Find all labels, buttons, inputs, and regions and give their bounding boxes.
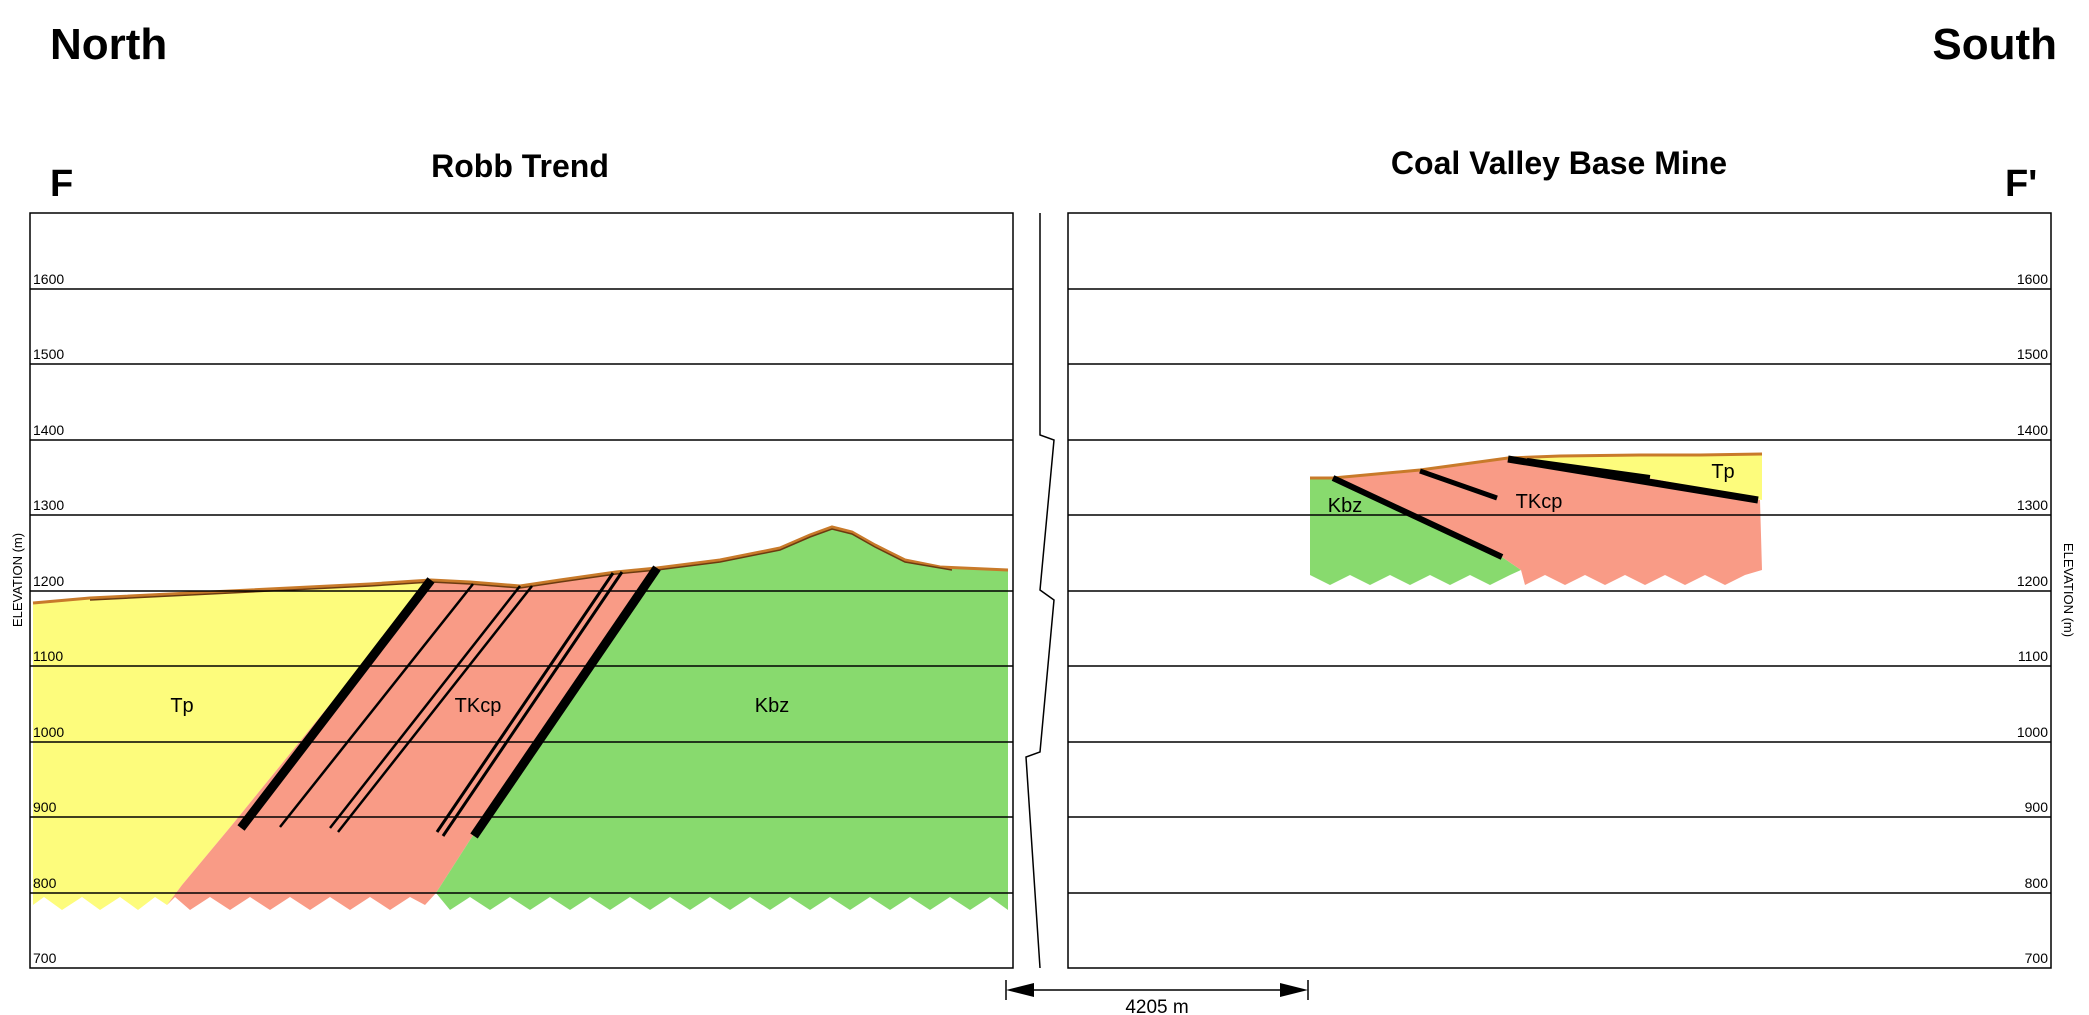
- tick-label: 1500: [2017, 346, 2048, 362]
- unit-label-tkcp-left: TKcp: [455, 695, 502, 717]
- coal-seams-right: [1331, 455, 1759, 560]
- tick-label: 1400: [33, 422, 64, 438]
- right-frame: [1067, 212, 2052, 969]
- tick-label: 1100: [2018, 648, 2048, 664]
- tick-label: 1400: [2017, 422, 2048, 438]
- tick-label: 1000: [2017, 724, 2048, 740]
- tkcp-unit-right: [1333, 458, 1762, 585]
- tick-label: 700: [2025, 950, 2049, 966]
- coal-valley-title: Coal Valley Base Mine: [1390, 145, 1728, 181]
- unit-label-kbz-right: Kbz: [1328, 495, 1362, 517]
- tick-label: 1300: [33, 497, 64, 513]
- left-tick-labels: 1600 1500 1400 1300 1200 1100 1000 900 8…: [33, 271, 64, 966]
- tick-label: 1300: [2017, 497, 2048, 513]
- tick-label: 1600: [33, 271, 64, 287]
- tick-label: 1200: [2017, 573, 2048, 589]
- tick-label: 900: [33, 799, 57, 815]
- scale-bar: [1005, 980, 1309, 1000]
- tick-label: 1000: [33, 724, 64, 740]
- tick-label: 1500: [33, 346, 64, 362]
- kbz-unit-right: [1310, 478, 1521, 585]
- section-break-line: [1025, 213, 1055, 969]
- unit-label-tkcp-right: TKcp: [1516, 491, 1563, 513]
- topsoil-right: [1310, 452, 1763, 480]
- tick-label: 800: [2025, 875, 2049, 891]
- robb-trend-panel: [32, 525, 1009, 910]
- right-axis-title: ELEVATION (m): [2061, 543, 2076, 637]
- north-direction-label: North: [50, 20, 168, 69]
- kbz-unit-left: [436, 527, 1008, 910]
- left-frame: [29, 212, 1014, 969]
- unit-label-kbz-left: Kbz: [755, 695, 789, 717]
- tick-label: 900: [2025, 799, 2049, 815]
- tick-label: 1200: [33, 573, 64, 589]
- tick-label: 700: [33, 950, 57, 966]
- tick-label: 1600: [2017, 271, 2048, 287]
- coal-valley-panel: [1310, 452, 1763, 585]
- tick-label: 1100: [33, 648, 63, 664]
- tick-label: 800: [33, 875, 57, 891]
- south-direction-label: South: [1932, 20, 2057, 69]
- section-end-label: F': [2005, 163, 2038, 205]
- unit-label-tp-right: Tp: [1711, 461, 1734, 483]
- section-start-label: F: [50, 163, 74, 205]
- coal-seams-left: [237, 565, 661, 839]
- tp-unit-left: [33, 580, 431, 910]
- right-tick-labels: 1600 1500 1400 1300 1200 1100 1000 900 8…: [2017, 271, 2048, 966]
- unit-label-tp-left: Tp: [170, 695, 193, 717]
- robb-trend-title: Robb Trend: [431, 148, 609, 184]
- left-axis-title: ELEVATION (m): [10, 533, 25, 627]
- scale-bar-label: 4205 m: [1125, 997, 1188, 1015]
